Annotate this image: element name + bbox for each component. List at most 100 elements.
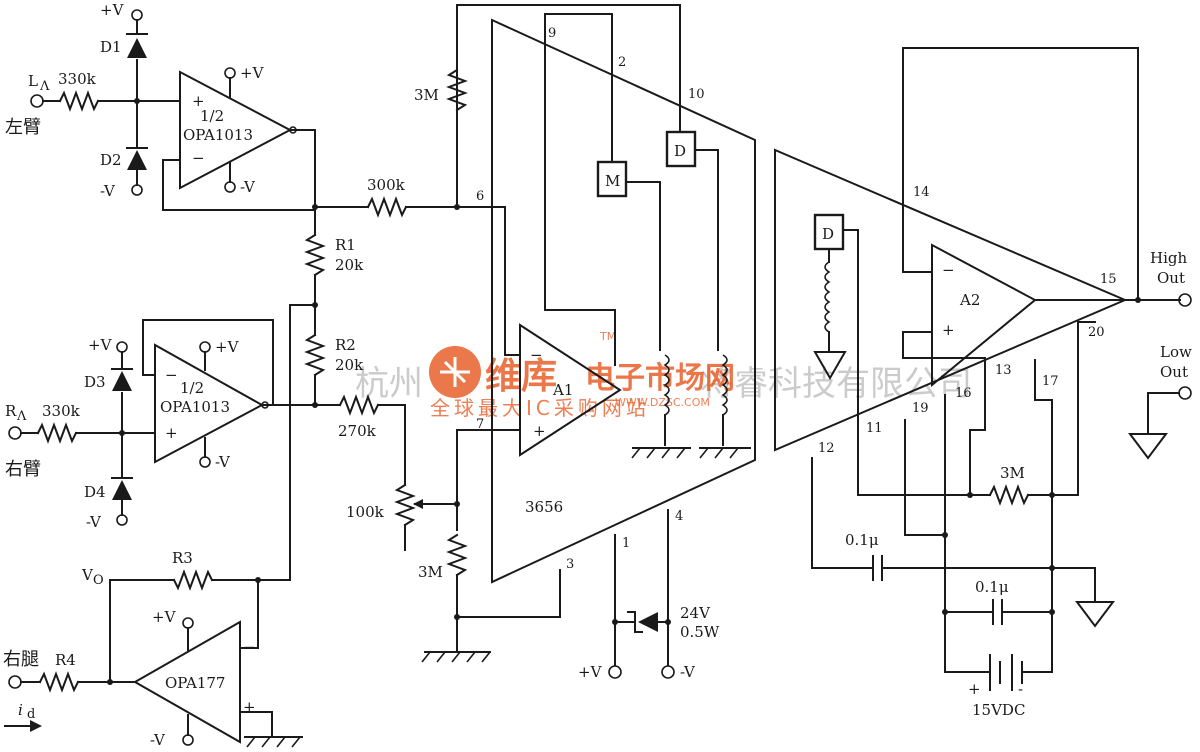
- pin-9: 9: [548, 26, 556, 41]
- diode-d1: +V D1: [100, 1, 148, 102]
- iso-vneg: -V: [680, 663, 696, 681]
- u3-vneg: -V: [150, 731, 166, 749]
- left-arm-code: L: [28, 72, 38, 90]
- d2-label: D2: [100, 151, 122, 169]
- low-out-2: Out: [1160, 363, 1188, 381]
- high-out-1: High: [1150, 249, 1187, 267]
- pin-2: 2: [618, 55, 626, 70]
- ground-icon-output: [1075, 601, 1115, 628]
- current-label: i: [18, 701, 23, 719]
- zener-voltage: 24V: [680, 604, 711, 622]
- svg-text:Λ: Λ: [39, 79, 50, 94]
- diode-d4: D4 -V: [84, 432, 133, 531]
- battery-label: 15VDC: [972, 701, 1025, 719]
- battery-minus: -: [1018, 680, 1023, 698]
- r270k-label: 270k: [338, 422, 377, 440]
- r330k-left-label: 330k: [58, 70, 97, 88]
- pin-1: 1: [622, 536, 630, 551]
- u3-vpos: +V: [152, 608, 177, 626]
- resistor-3m-bottom: 3M: [418, 533, 468, 581]
- r3m-top-label: 3M: [414, 86, 439, 104]
- left-arm-cn: 左臂: [5, 117, 41, 138]
- svg-text:Λ: Λ: [16, 409, 27, 424]
- low-out-1: Low: [1160, 343, 1192, 361]
- left-arm-terminal[interactable]: [30, 94, 44, 108]
- d1-vpos: +V: [100, 1, 125, 19]
- low-out-terminal[interactable]: [1178, 386, 1192, 400]
- u1-label-1: 1/2: [200, 107, 224, 125]
- high-out-terminal[interactable]: [1178, 293, 1192, 307]
- r1-name: R1: [335, 236, 356, 254]
- right-arm-cn: 右臂: [5, 459, 41, 480]
- modulator-block: [596, 160, 628, 198]
- pin-17: 17: [1042, 374, 1059, 389]
- vo-label: V: [81, 566, 94, 584]
- iso-vpos: +V: [578, 663, 603, 681]
- pin-14: 14: [913, 185, 930, 200]
- d1-label: D1: [100, 38, 122, 56]
- capacitor-2: 0.1μ: [944, 578, 1053, 625]
- u2-vneg: -V: [215, 453, 231, 471]
- pin-10: 10: [688, 87, 705, 102]
- pin-20: 20: [1088, 325, 1105, 340]
- r2-name: R2: [335, 336, 356, 354]
- output-stage: 14 15 20 13 17 16 19 11 12 D A2 − +: [774, 47, 1181, 496]
- pin-13: 13: [995, 363, 1012, 378]
- d3-label: D3: [84, 373, 106, 391]
- pin-15: 15: [1100, 272, 1117, 287]
- diode-d3: +V D3: [84, 336, 133, 434]
- pin-12: 12: [818, 441, 835, 456]
- watermark-brand: 电子市场网: [585, 361, 735, 396]
- arrow-right-icon: [4, 720, 42, 732]
- d4-vneg: -V: [86, 513, 102, 531]
- potentiometer-100k: 100k: [346, 483, 458, 551]
- cap2-label: 0.1μ: [975, 578, 1009, 596]
- opamp-u3: OPA177 − + +V -V: [132, 608, 256, 749]
- r1-val: 20k: [335, 256, 364, 274]
- d-right-label: D: [822, 225, 834, 243]
- u1-plus: +: [192, 92, 205, 110]
- watermark-slogan: 全球最大IC采购网站: [430, 396, 650, 420]
- opamp-u2: 1/2 OPA1013 − + +V -V: [154, 338, 265, 471]
- pot-label: 100k: [346, 503, 385, 521]
- m-label: M: [605, 172, 620, 190]
- pin-3: 3: [566, 557, 574, 572]
- u1-vpos: +V: [240, 64, 265, 82]
- u1-minus: −: [192, 149, 205, 167]
- u2-minus: −: [165, 366, 178, 384]
- u3-label: OPA177: [165, 674, 225, 692]
- iso-name: 3656: [525, 498, 563, 516]
- u2-plus: +: [165, 424, 178, 442]
- demodulator-block-right: [813, 213, 845, 251]
- ground-icon: [421, 651, 491, 663]
- d2-vneg: -V: [100, 182, 116, 200]
- a2-plus: +: [942, 321, 955, 339]
- diode-d2: D2 -V: [100, 100, 148, 200]
- u1-vneg: -V: [240, 178, 256, 196]
- d-left-label: D: [674, 142, 686, 160]
- watermark-tm: TM: [599, 330, 616, 343]
- opamp-u1: 1/2 OPA1013 + − +V -V: [179, 64, 293, 196]
- d4-label: D4: [84, 483, 106, 501]
- a1-label: A1: [552, 381, 573, 399]
- right-arm-input: R Λ 右臂 330k: [5, 402, 156, 480]
- isolation-amp-3656: 3656 9 2 10 6 7 3 1 4 A1 − + M D: [456, 13, 756, 584]
- r3m-right-label: 3M: [1000, 464, 1025, 482]
- u1-label-2: OPA1013: [183, 126, 253, 144]
- pin-6: 6: [476, 189, 484, 204]
- high-output: High Out: [1150, 249, 1192, 307]
- r4-label: R4: [55, 651, 76, 669]
- ground-icon-low: [1128, 433, 1168, 460]
- pin-16: 16: [955, 386, 972, 401]
- right-arm-terminal[interactable]: [8, 426, 22, 440]
- high-out-2: Out: [1157, 269, 1185, 287]
- resistor-r2: R2 20k: [304, 333, 364, 377]
- u2-vpos: +V: [215, 338, 240, 356]
- u2-label-2: OPA1013: [160, 398, 230, 416]
- right-leg-terminal[interactable]: [8, 675, 22, 689]
- pin-19: 19: [912, 401, 929, 416]
- right-arm-code: R: [5, 402, 17, 420]
- battery-plus: +: [968, 680, 981, 698]
- watermark-logo-text: 维库: [485, 356, 557, 397]
